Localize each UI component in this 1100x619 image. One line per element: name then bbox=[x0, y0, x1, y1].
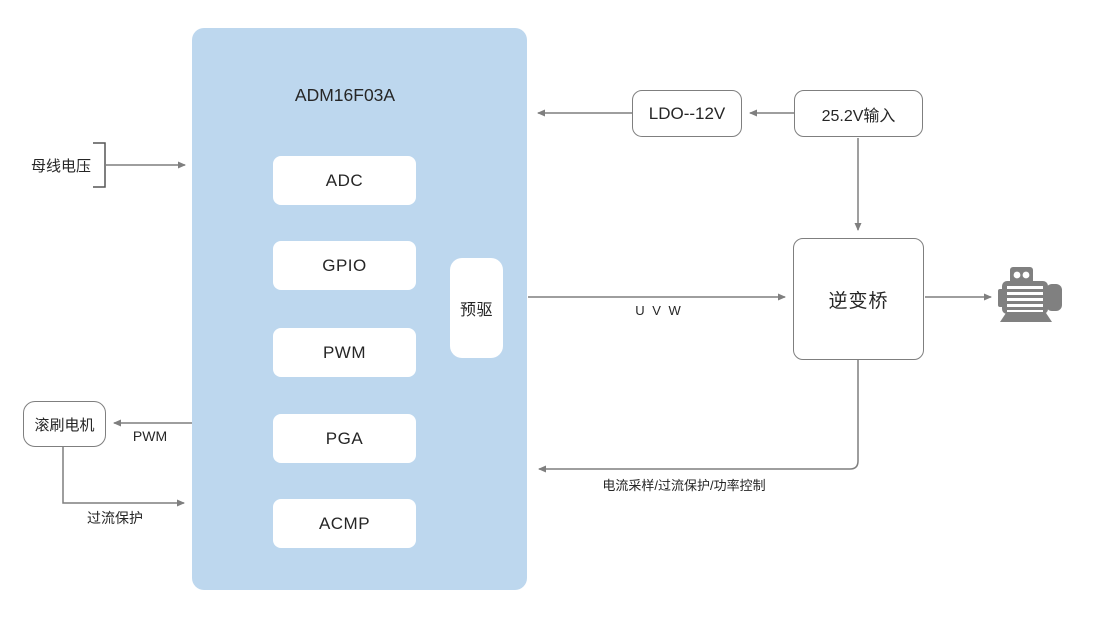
power-input-block: 25.2V输入 bbox=[794, 90, 923, 137]
uvw-signal-label: U V W bbox=[635, 303, 683, 318]
brush-motor-block: 滚刷电机 bbox=[23, 401, 106, 447]
ldo-block: LDO--12V bbox=[632, 90, 742, 137]
module-gpio: GPIO bbox=[273, 241, 416, 290]
chip-title: ADM16F03A bbox=[294, 85, 396, 105]
overcurrent-signal-label: 过流保护 bbox=[87, 510, 143, 526]
bus-voltage-label: 母线电压 bbox=[30, 158, 91, 175]
module-predriver: 预驱 bbox=[450, 258, 503, 358]
feedback-signal-label: 电流采样/过流保护/功率控制 bbox=[602, 478, 766, 493]
module-pga: PGA bbox=[273, 414, 416, 463]
arrow-feedback-inverter-to-chip bbox=[538, 360, 859, 473]
module-adc: ADC bbox=[273, 156, 416, 205]
arrow-overcurrent-brush-motor-to-chip bbox=[62, 447, 185, 507]
module-acmp: ACMP bbox=[273, 499, 416, 548]
bus-voltage-bracket bbox=[93, 142, 106, 188]
pwm-signal-label: PWM bbox=[132, 428, 168, 444]
inverter-bridge-block: 逆变桥 bbox=[793, 238, 924, 360]
module-pwm: PWM bbox=[273, 328, 416, 377]
motor-icon bbox=[998, 267, 1062, 322]
